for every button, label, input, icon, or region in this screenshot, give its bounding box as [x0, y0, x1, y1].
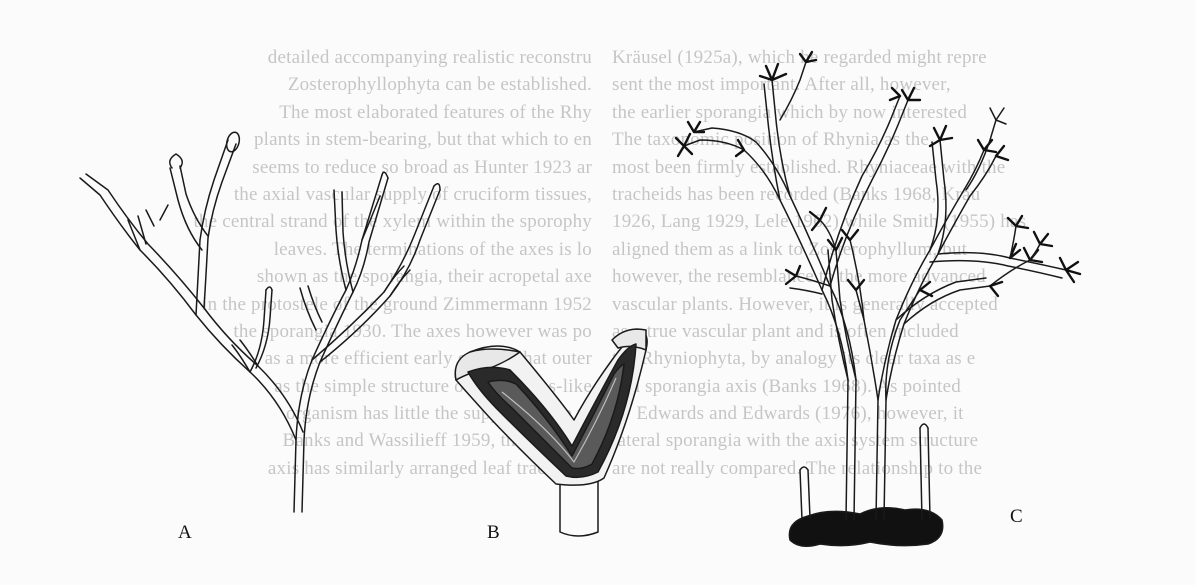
specimen-c-drawing [684, 62, 1066, 546]
specimen-a-drawing [80, 131, 440, 512]
figure-label-c: C [1010, 506, 1023, 528]
specimen-b-drawing [455, 329, 647, 536]
figure-label-a: A [178, 522, 192, 544]
figure-label-b: B [487, 522, 500, 544]
specimen-c-upper-right-tuft [966, 108, 1040, 260]
